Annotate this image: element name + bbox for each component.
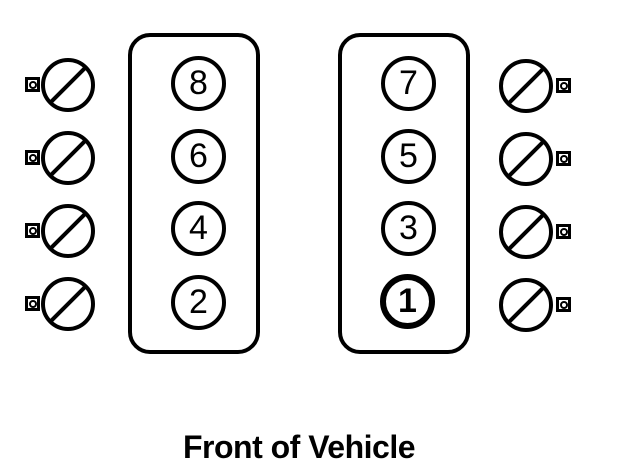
plug-terminal-icon — [25, 223, 40, 238]
spark-plug-icon — [498, 277, 554, 333]
cylinder-number: 2 — [189, 283, 208, 321]
left-cylinder-bank: 8 6 4 2 — [128, 33, 260, 354]
plug-terminal-icon — [556, 297, 571, 312]
spark-plug-icon — [40, 57, 96, 113]
spark-plug-icon — [40, 276, 96, 332]
plug-terminal-icon — [556, 151, 571, 166]
spark-plug-icon — [498, 58, 554, 114]
plug-terminal-icon — [556, 224, 571, 239]
plug-terminal-icon — [556, 78, 571, 93]
plug-terminal-icon — [25, 296, 40, 311]
cylinder-number: 7 — [399, 64, 418, 102]
cylinder-number: 8 — [189, 64, 208, 102]
spark-plug-icon — [40, 203, 96, 259]
plug-terminal-icon — [25, 77, 40, 92]
cylinder-7: 7 — [381, 56, 436, 111]
plug-terminal-icon — [25, 150, 40, 165]
cylinder-2: 2 — [171, 275, 226, 330]
cylinder-number: 5 — [399, 137, 418, 175]
cylinder-3: 3 — [381, 201, 436, 256]
spark-plug-icon — [498, 131, 554, 187]
front-of-vehicle-label: Front of Vehicle — [182, 429, 416, 465]
cylinder-number: 3 — [399, 209, 418, 247]
cylinder-5: 5 — [381, 129, 436, 184]
spark-plug-icon — [40, 130, 96, 186]
spark-plug-icon — [498, 204, 554, 260]
cylinder-1-highlighted: 1 — [380, 274, 435, 329]
cylinder-number: 6 — [189, 137, 208, 175]
cylinder-number: 1 — [398, 282, 417, 320]
cylinder-4: 4 — [171, 201, 226, 256]
cylinder-8: 8 — [171, 56, 226, 111]
cylinder-number: 4 — [189, 209, 208, 247]
right-cylinder-bank: 7 5 3 1 — [338, 33, 470, 354]
cylinder-6: 6 — [171, 129, 226, 184]
